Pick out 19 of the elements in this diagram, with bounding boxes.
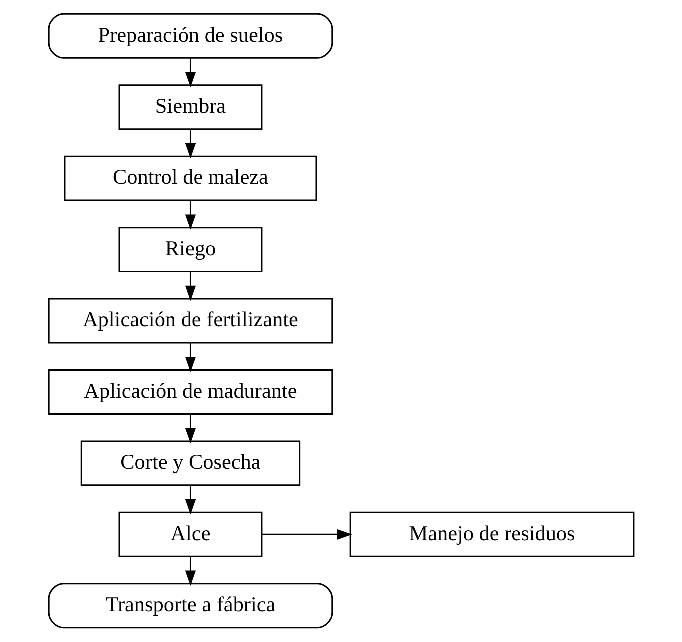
node-box: Control de maleza bbox=[64, 156, 317, 202]
node-box: Corte y Cosecha bbox=[80, 440, 300, 486]
arrow bbox=[184, 272, 196, 302]
node-box: Transporte a fábrica bbox=[48, 583, 333, 629]
arrow bbox=[184, 200, 196, 230]
arrow bbox=[262, 529, 352, 540]
node-box: Aplicación de fertilizante bbox=[48, 298, 333, 344]
node-box: Aplicación de madurante bbox=[48, 369, 333, 415]
arrow bbox=[184, 58, 196, 88]
node-box: Riego bbox=[118, 227, 262, 273]
arrow bbox=[184, 557, 196, 586]
node-box: Alce bbox=[118, 512, 262, 558]
node-box: Preparación de suelos bbox=[48, 13, 333, 59]
arrow bbox=[184, 343, 196, 372]
node-box: Siembra bbox=[118, 84, 262, 130]
arrow bbox=[184, 414, 196, 444]
arrow bbox=[184, 486, 196, 515]
arrow bbox=[184, 130, 196, 159]
node-box: Manejo de residuos bbox=[349, 512, 634, 558]
